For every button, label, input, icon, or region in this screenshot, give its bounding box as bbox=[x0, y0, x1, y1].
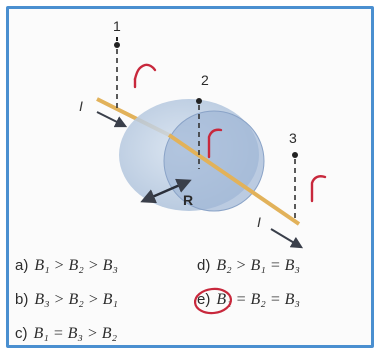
handwritten-r-3 bbox=[310, 175, 327, 203]
option-c-letter: c) bbox=[15, 325, 28, 342]
option-a[interactable]: a) B₁ > B₂ > B₃ bbox=[15, 257, 118, 275]
option-b[interactable]: b) B₃ > B₂ > B₁ bbox=[15, 291, 118, 309]
option-e-text: B₁ = B₂ = B₃ bbox=[216, 291, 300, 308]
disk-face bbox=[164, 111, 264, 211]
current-label-left: I bbox=[79, 98, 83, 114]
option-c[interactable]: c) B₁ = B₃ > B₂ bbox=[15, 325, 117, 343]
option-b-text: B₃ > B₂ > B₁ bbox=[34, 291, 118, 308]
option-e-letter: e) bbox=[197, 291, 211, 308]
option-a-text: B₁ > B₂ > B₃ bbox=[34, 257, 118, 274]
point-1-dot bbox=[114, 42, 120, 48]
handwritten-answer-circle bbox=[193, 287, 233, 315]
point-3-dot bbox=[292, 152, 298, 158]
disk-face-outline bbox=[163, 110, 265, 212]
point-label-2: 2 bbox=[201, 72, 209, 88]
option-d-letter: d) bbox=[197, 257, 211, 274]
option-c-text: B₁ = B₃ > B₂ bbox=[33, 325, 118, 342]
option-b-letter: b) bbox=[15, 291, 29, 308]
point-label-1: 1 bbox=[113, 18, 121, 34]
current-label-right: I bbox=[257, 214, 261, 230]
point-2-dot bbox=[196, 98, 202, 104]
option-d-text: B₂ > B₁ = B₃ bbox=[216, 257, 300, 274]
option-e[interactable]: e) B₁ = B₂ = B₃ bbox=[197, 291, 300, 309]
radius-arrow bbox=[140, 178, 192, 204]
wire-front bbox=[167, 133, 301, 226]
current-arrow-right bbox=[270, 228, 304, 249]
magnetic-field-diagram: I I R 1 2 3 bbox=[79, 18, 327, 249]
answer-options: a) B₁ > B₂ > B₃ d) B₂ > B₁ = B₃ b) B₃ > B₂ … bbox=[9, 253, 377, 351]
option-d[interactable]: d) B₂ > B₁ = B₃ bbox=[197, 257, 300, 275]
current-arrow-left bbox=[96, 111, 128, 128]
option-a-letter: a) bbox=[15, 257, 29, 274]
handwritten-r-2 bbox=[207, 128, 223, 159]
radius-label: R bbox=[183, 192, 193, 208]
problem-frame: I I R 1 2 3 a) B₁ > B₂ > B₃ d) B₂ > B₁ = B… bbox=[6, 6, 374, 348]
handwritten-r-1 bbox=[133, 63, 157, 81]
point-label-3: 3 bbox=[289, 130, 297, 146]
